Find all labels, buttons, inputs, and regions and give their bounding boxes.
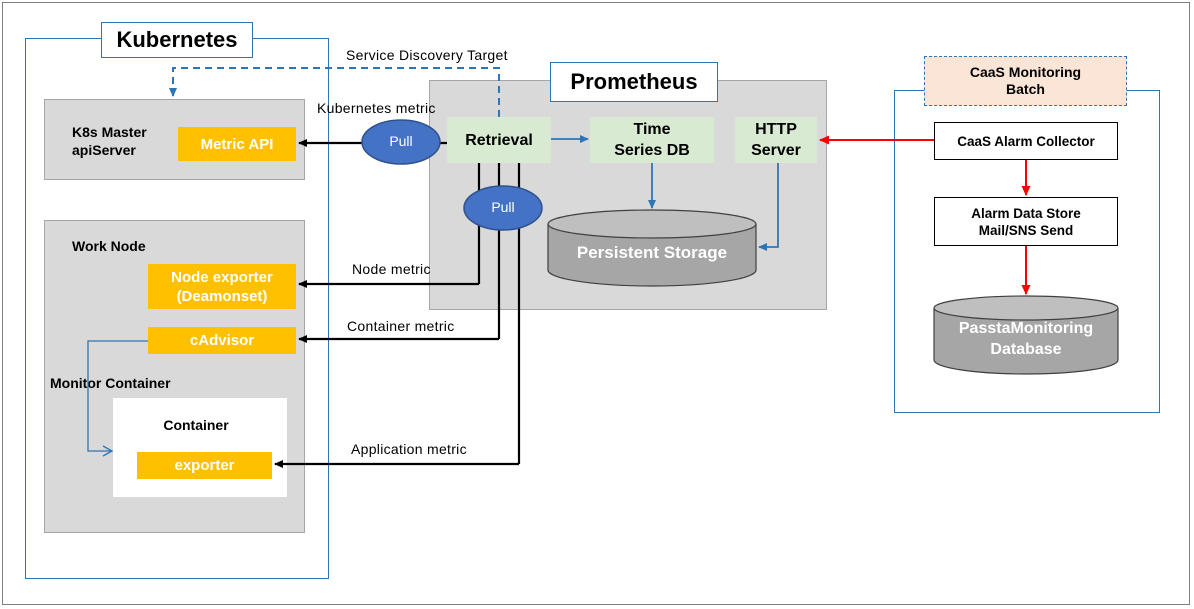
node-metric-label: Node metric — [352, 261, 431, 277]
alarm-collector-box: CaaS Alarm Collector — [934, 122, 1118, 160]
prometheus-region — [429, 80, 827, 310]
k8s-master-label: K8s Master apiServer — [72, 124, 147, 158]
alarm-store-box: Alarm Data Store Mail/SNS Send — [934, 197, 1118, 246]
kubernetes-title: Kubernetes — [101, 22, 253, 58]
persistent-storage-label: Persistent Storage — [576, 243, 728, 262]
service-discovery-label: Service Discovery Target — [346, 47, 508, 63]
application-metric-label: Application metric — [351, 441, 467, 457]
pull-top-label: Pull — [389, 133, 413, 149]
monitor-container-label: Monitor Container — [50, 375, 171, 391]
work-node-label: Work Node — [72, 238, 146, 254]
time-series-db-box: Time Series DB — [590, 117, 714, 163]
retrieval-box: Retrieval — [447, 117, 551, 163]
container-box — [113, 398, 287, 497]
node-exporter-box: Node exporter (Deamonset) — [148, 264, 296, 309]
kubernetes-metric-label: Kubernetes metric — [317, 100, 436, 116]
container-metric-label: Container metric — [347, 318, 455, 334]
caas-batch-title: CaaS Monitoring Batch — [924, 56, 1127, 106]
prometheus-title: Prometheus — [550, 62, 718, 102]
container-label: Container — [163, 417, 229, 433]
database-label: PasstaMonitoring Database — [958, 320, 1094, 358]
cadvisor-box: cAdvisor — [148, 327, 296, 354]
pull-bottom-label: Pull — [491, 199, 515, 215]
http-server-box: HTTP Server — [735, 117, 817, 163]
metric-api-box: Metric API — [178, 127, 296, 161]
exporter-box: exporter — [137, 452, 272, 479]
